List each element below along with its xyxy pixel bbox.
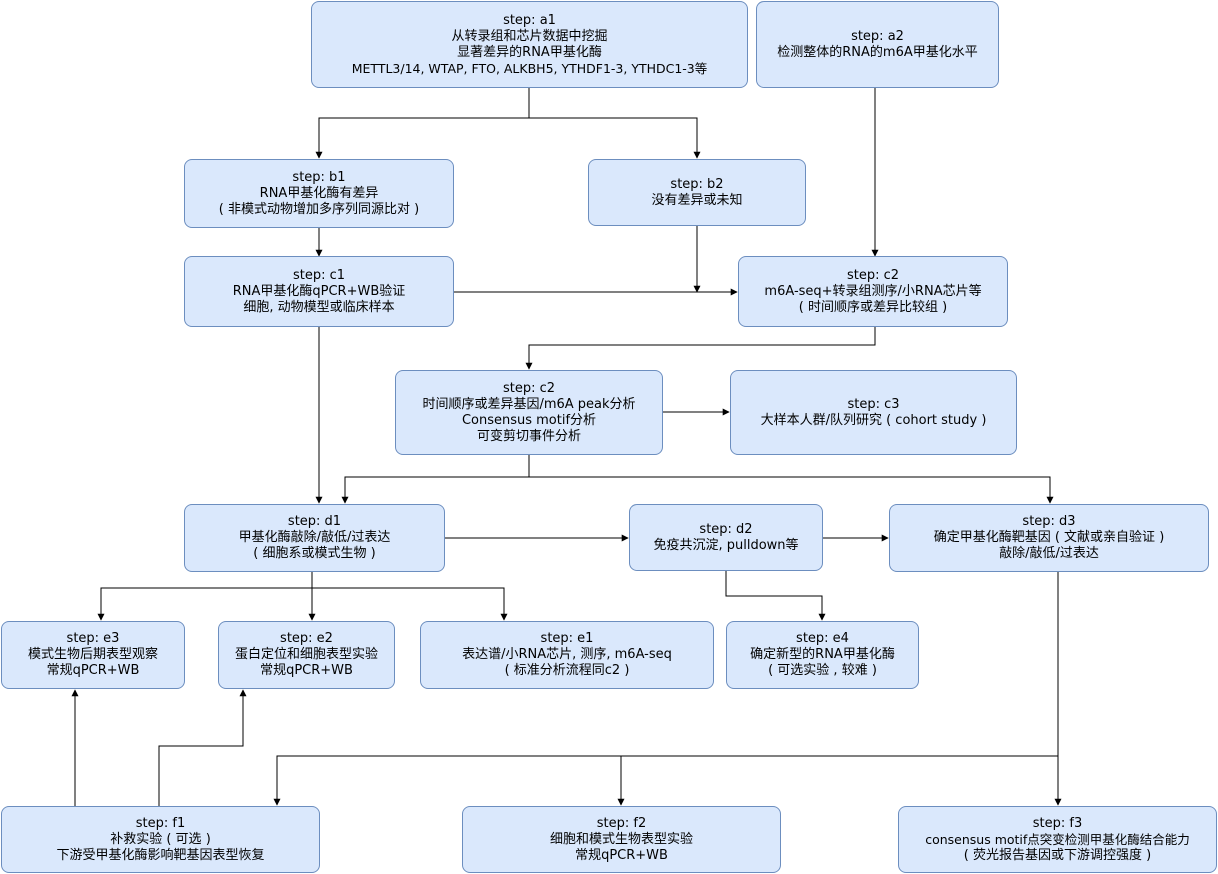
node-d3-line2: 敲除/敲低/过表达 xyxy=(999,546,1099,561)
node-e1-line1: 表达谱/小RNA芯片, 测序, m6A-seq xyxy=(462,647,672,662)
node-e4: step: e4 确定新型的RNA甲基化酶 ( 可选实验 , 较难 ) xyxy=(726,621,919,689)
node-a2-line1: 检测整体的RNA的m6A甲基化水平 xyxy=(777,44,978,60)
node-c2-analysis-line1: 时间顺序或差异基因/m6A peak分析 xyxy=(422,396,636,412)
node-c1-line1: RNA甲基化酶qPCR+WB验证 xyxy=(232,283,406,299)
node-f2: step: f2 细胞和模式生物表型实验 常规qPCR+WB xyxy=(462,806,781,873)
edge-c2mid-d3 xyxy=(529,476,1054,504)
node-a2: step: a2 检测整体的RNA的m6A甲基化水平 xyxy=(756,1,999,88)
node-f1: step: f1 补救实验 ( 可选 ) 下游受甲基化酶影响靶基因表型恢复 xyxy=(1,806,320,873)
node-b1-line2: ( 非模式动物增加多序列同源比对 ) xyxy=(218,201,420,217)
edge-a1-b1 xyxy=(315,88,530,159)
edge-d1-e3 xyxy=(97,572,313,621)
node-c3-step: step: c3 xyxy=(847,396,900,412)
node-a2-step: step: a2 xyxy=(851,28,904,44)
node-c2-analysis: step: c2 时间顺序或差异基因/m6A peak分析 Consensus … xyxy=(395,370,663,455)
node-d1-line1: 甲基化酶敲除/敲低/过表达 xyxy=(238,530,391,545)
node-f3-step: step: f3 xyxy=(1032,815,1083,831)
node-d2: step: d2 免疫共沉淀, pulldown等 xyxy=(629,504,823,571)
node-b2-line1: 没有差异或未知 xyxy=(651,192,743,208)
node-f2-step: step: f2 xyxy=(596,815,647,831)
node-d1-step: step: d1 xyxy=(287,514,342,529)
node-a1-step: step: a1 xyxy=(503,12,556,28)
node-b2: step: b2 没有差异或未知 xyxy=(588,159,806,226)
node-f1-line1: 补救实验 ( 可选 ) xyxy=(110,831,211,847)
node-f1-line2: 下游受甲基化酶影响靶基因表型恢复 xyxy=(56,847,265,863)
node-b2-step: step: b2 xyxy=(670,176,724,192)
node-c1-step: step: c1 xyxy=(292,267,346,283)
node-e2-step: step: e2 xyxy=(280,631,333,646)
node-d1-line2: ( 细胞系或模式生物 ) xyxy=(253,546,376,561)
edge-c2top-c2mid xyxy=(525,327,876,370)
edge-a1-b2 xyxy=(529,117,701,159)
node-f3-line1: consensus motif点突变检测甲基化酶结合能力 xyxy=(925,831,1190,847)
node-c3: step: c3 大样本人群/队列研究 ( cohort study ) xyxy=(730,370,1017,455)
node-c1: step: c1 RNA甲基化酶qPCR+WB验证 细胞, 动物模型或临床样本 xyxy=(184,256,454,327)
node-f3: step: f3 consensus motif点突变检测甲基化酶结合能力 ( … xyxy=(898,806,1217,873)
node-f2-line1: 细胞和模式生物表型实验 xyxy=(549,831,693,847)
edge-d2-e4 xyxy=(725,571,826,621)
node-c2-analysis-step: step: c2 xyxy=(502,380,556,396)
node-e2-line2: 常规qPCR+WB xyxy=(260,663,353,678)
node-e4-line1: 确定新型的RNA甲基化酶 xyxy=(750,647,895,662)
node-f2-line2: 常规qPCR+WB xyxy=(575,847,668,863)
node-f1-step: step: f1 xyxy=(135,815,186,831)
node-a1-line1: 从转录组和芯片数据中挖掘 xyxy=(451,28,608,44)
node-b1-step: step: b1 xyxy=(292,169,346,185)
node-d3: step: d3 确定甲基化酶靶基因 ( 文献或亲自验证 ) 敲除/敲低/过表达 xyxy=(889,504,1209,572)
edge-f1-e2 xyxy=(158,689,247,806)
node-d1: step: d1 甲基化酶敲除/敲低/过表达 ( 细胞系或模式生物 ) xyxy=(184,504,445,572)
node-b1-line1: RNA甲基化酶有差异 xyxy=(259,185,379,201)
node-e1-step: step: e1 xyxy=(540,631,594,646)
edge-c2mid-d1 xyxy=(341,455,530,504)
node-e3-line2: 常规qPCR+WB xyxy=(46,663,140,678)
node-d3-step: step: d3 xyxy=(1022,514,1076,529)
node-c2-sequencing-line1: m6A-seq+转录组测序/小RNA芯片等 xyxy=(764,283,982,299)
node-c2-analysis-line3: 可变剪切事件分析 xyxy=(476,428,581,444)
node-e3: step: e3 模式生物后期表型观察 常规qPCR+WB xyxy=(1,621,185,689)
node-d2-line1: 免疫共沉淀, pulldown等 xyxy=(653,537,799,553)
node-e4-line2: ( 可选实验 , 较难 ) xyxy=(768,663,877,678)
edge-d3-f1 xyxy=(273,755,1058,806)
node-d2-step: step: d2 xyxy=(699,521,753,537)
node-a1: step: a1 从转录组和芯片数据中挖掘 显著差异的RNA甲基化酶 METTL… xyxy=(311,1,748,88)
node-c2-sequencing-step: step: c2 xyxy=(846,267,900,283)
node-c3-line1: 大样本人群/队列研究 ( cohort study ) xyxy=(760,412,987,428)
node-d3-line1: 确定甲基化酶靶基因 ( 文献或亲自验证 ) xyxy=(933,530,1165,545)
node-c1-line2: 细胞, 动物模型或临床样本 xyxy=(243,299,395,315)
node-e3-step: step: e3 xyxy=(66,631,120,646)
node-e1-line2: ( 标准分析流程同c2 ) xyxy=(504,663,630,678)
node-e2: step: e2 蛋白定位和细胞表型实验 常规qPCR+WB xyxy=(218,621,395,689)
node-e4-step: step: e4 xyxy=(796,631,849,646)
node-c2-sequencing: step: c2 m6A-seq+转录组测序/小RNA芯片等 ( 时间顺序或差异… xyxy=(738,256,1008,327)
edge-d1-e1 xyxy=(312,587,508,621)
node-c2-sequencing-line2: ( 时间顺序或差异比较组 ) xyxy=(798,299,948,315)
node-a1-line3: METTL3/14, WTAP, FTO, ALKBH5, YTHDF1-3, … xyxy=(351,60,708,76)
node-c2-analysis-line2: Consensus motif分析 xyxy=(461,412,597,428)
node-e3-line1: 模式生物后期表型观察 xyxy=(27,647,158,662)
node-e1: step: e1 表达谱/小RNA芯片, 测序, m6A-seq ( 标准分析流… xyxy=(420,621,714,689)
node-f3-line2: ( 荧光报告基因或下游调控强度 ) xyxy=(963,847,1152,863)
node-a1-line2: 显著差异的RNA甲基化酶 xyxy=(457,44,602,60)
node-b1: step: b1 RNA甲基化酶有差异 ( 非模式动物增加多序列同源比对 ) xyxy=(184,159,454,228)
node-e2-line1: 蛋白定位和细胞表型实验 xyxy=(234,647,378,662)
